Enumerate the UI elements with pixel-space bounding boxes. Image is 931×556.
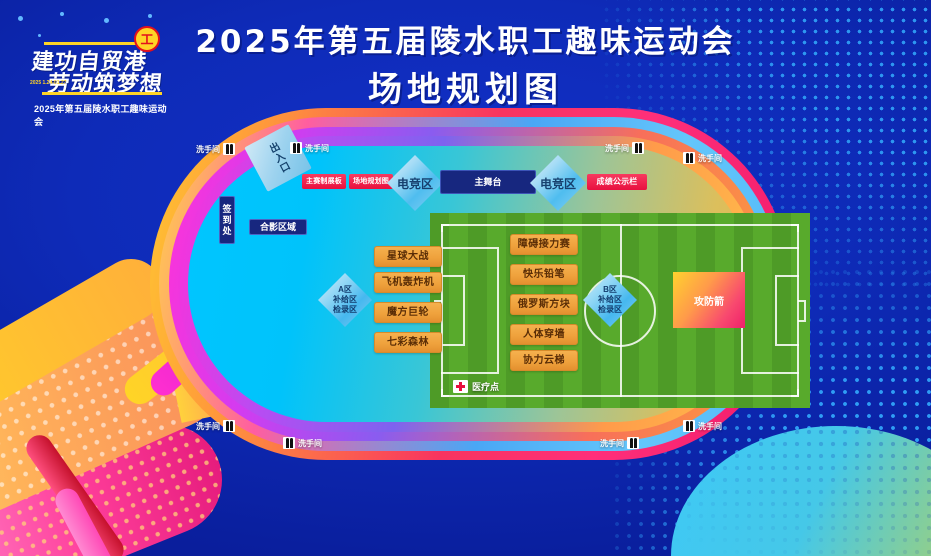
game-chip[interactable]: 魔方巨轮 xyxy=(374,302,442,323)
zone-a-label: A区 补给区 检录区 xyxy=(333,285,357,315)
logo-date: 2025 1.24-01.27 xyxy=(30,80,67,86)
pitch-corner-bl xyxy=(441,389,449,397)
restroom-icon xyxy=(627,437,639,449)
union-emblem-icon: 工 xyxy=(134,26,160,52)
game-chip[interactable]: 俄罗斯方块 xyxy=(510,294,578,315)
game-chip[interactable]: 人体穿墙 xyxy=(510,324,578,345)
restroom-label: 洗手间 xyxy=(196,421,220,431)
pitch-goal-box-left xyxy=(441,275,465,346)
medical-point-label: 医疗点 xyxy=(472,382,500,392)
restroom-icon xyxy=(683,420,695,432)
venue-plan-board[interactable]: 场地规划图 xyxy=(349,174,393,189)
esports-zone-right-label: 电竞区 xyxy=(539,176,576,191)
archery-zone[interactable]: 攻防箭 xyxy=(673,272,745,328)
restroom-label: 洗手间 xyxy=(698,421,722,431)
logo-rule-bottom xyxy=(42,92,162,95)
zone-b-line-2: 补给区 xyxy=(598,295,622,304)
restroom-icon xyxy=(290,142,302,154)
restroom-icon xyxy=(223,143,235,155)
results-board[interactable]: 成绩公示栏 xyxy=(587,174,647,190)
signin-desk[interactable]: 签到处 xyxy=(219,196,235,244)
photo-zone[interactable]: 合影区域 xyxy=(249,219,307,235)
restroom-label: 洗手间 xyxy=(298,438,322,448)
pitch-corner-br xyxy=(791,389,799,397)
pitch-goal-box-right xyxy=(775,275,799,346)
page-title: 2025年第五届陵水职工趣味运动会 xyxy=(195,24,736,60)
decor-ribbon-magenta-thin xyxy=(51,484,129,556)
game-chip[interactable]: 星球大战 xyxy=(374,246,442,267)
restroom-marker[interactable]: 洗手间 xyxy=(683,152,722,164)
game-chip[interactable]: 快乐铅笔 xyxy=(510,264,578,285)
game-chip[interactable]: 七彩森林 xyxy=(374,332,442,353)
logo-rule-top xyxy=(44,42,154,45)
restroom-marker[interactable]: 洗手间 xyxy=(600,437,639,449)
pitch-corner-tr xyxy=(791,224,799,232)
restroom-marker[interactable]: 洗手间 xyxy=(683,420,722,432)
medical-cross-icon xyxy=(453,380,468,393)
esports-zone-left-label: 电竞区 xyxy=(396,176,433,191)
restroom-marker[interactable]: 洗手间 xyxy=(283,437,322,449)
restroom-label: 洗手间 xyxy=(196,144,220,154)
event-logo: 建功自贸港 劳动筑梦想 2025 1.24-01.27 2025年第五届陵水职工… xyxy=(14,18,174,127)
restroom-label: 洗手间 xyxy=(305,143,329,153)
restroom-label: 洗手间 xyxy=(600,438,624,448)
game-chip[interactable]: 障碍接力赛 xyxy=(510,234,578,255)
zone-a-line-3: 检录区 xyxy=(333,305,357,314)
pitch-penalty-box-left xyxy=(441,247,499,374)
restroom-icon xyxy=(683,152,695,164)
restroom-icon xyxy=(223,420,235,432)
union-emblem-glyph: 工 xyxy=(140,31,154,47)
restroom-label: 洗手间 xyxy=(605,143,629,153)
decor-ribbon-yellow xyxy=(0,247,174,467)
entrance-exit-label: 出入口 xyxy=(265,140,291,176)
restroom-icon xyxy=(283,437,295,449)
decor-ribbon-red-thin xyxy=(21,430,129,556)
restroom-label: 洗手间 xyxy=(698,153,722,163)
restroom-marker[interactable]: 洗手间 xyxy=(196,143,235,155)
page-subtitle-text: 场地规划图 xyxy=(368,70,563,110)
restroom-marker[interactable]: 洗手间 xyxy=(605,142,644,154)
zone-b-line-3: 检录区 xyxy=(598,305,622,314)
zone-b-label: B区 补给区 检录区 xyxy=(598,285,622,315)
pitch-goal-right xyxy=(798,299,806,322)
restroom-marker[interactable]: 洗手间 xyxy=(290,142,329,154)
zone-a-line-2: 补给区 xyxy=(333,295,357,304)
medical-point[interactable]: 医疗点 xyxy=(453,380,499,393)
logo-subtitle: 2025年第五届陵水职工趣味运动会 xyxy=(34,104,167,127)
zone-b-line-1: B区 xyxy=(603,285,617,294)
main-stage[interactable]: 主舞台 xyxy=(440,170,536,194)
rules-board[interactable]: 主赛制展板 xyxy=(302,174,346,189)
game-chip[interactable]: 飞机轰炸机 xyxy=(374,272,442,293)
game-chip[interactable]: 协力云梯 xyxy=(510,350,578,371)
restroom-marker[interactable]: 洗手间 xyxy=(196,420,235,432)
restroom-icon xyxy=(632,142,644,154)
decor-ribbon-purple xyxy=(0,462,147,556)
zone-a-line-1: A区 xyxy=(338,285,352,294)
pitch-corner-tl xyxy=(441,224,449,232)
archery-zone-label: 攻防箭 xyxy=(694,296,724,308)
